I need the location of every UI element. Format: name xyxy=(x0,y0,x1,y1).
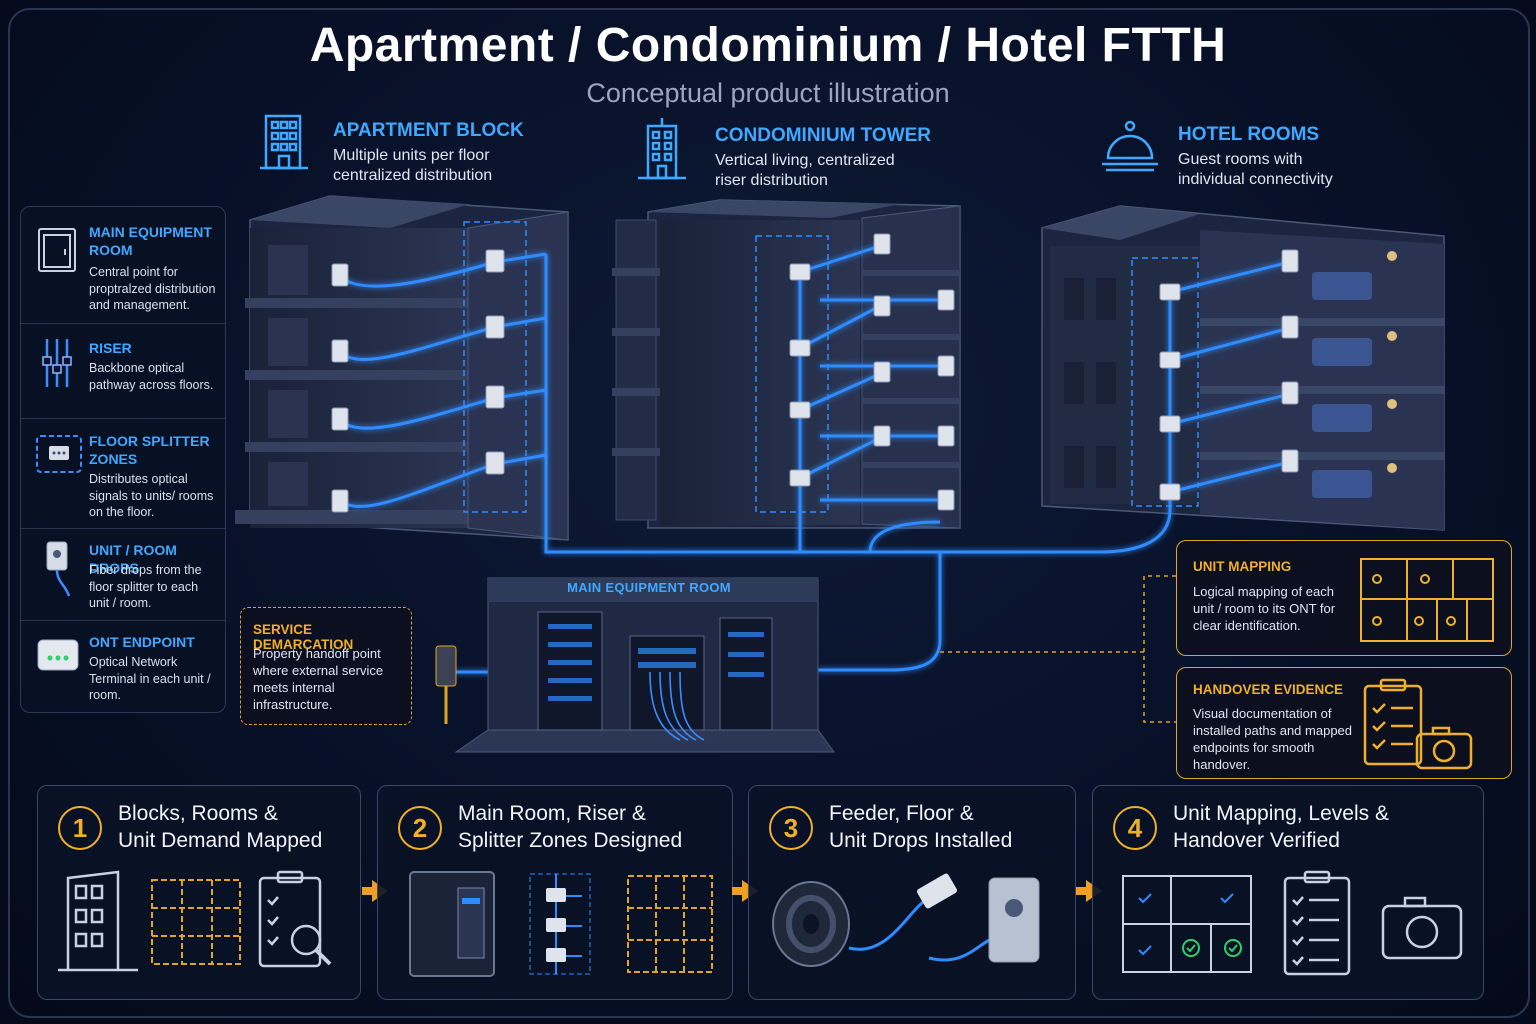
legend-desc: Backbone optical pathway across floors. xyxy=(89,361,214,392)
legend-desc: Central point for proptralzed distributi… xyxy=(89,265,216,312)
equipment-room-icon xyxy=(38,228,76,272)
tower-building-icon xyxy=(638,118,686,180)
unit-mapping-box: UNIT MAPPING Logical mapping of each uni… xyxy=(1176,540,1512,656)
handover-evidence-desc: Visual documentation of installed paths … xyxy=(1193,706,1353,772)
cabinet-riser-splitter-icon xyxy=(409,871,713,977)
legend-item-main-room: MAIN EQUIPMENT ROOM Central point for pr… xyxy=(21,207,225,324)
step-title-line1: Unit Mapping, Levels & xyxy=(1173,802,1389,825)
building-desc-apartment-2: centralized distribution xyxy=(333,167,493,184)
step-title-line1: Feeder, Floor & xyxy=(829,802,974,825)
legend-item-splitter: FLOOR SPLITTER ZONES Distributes optical… xyxy=(21,418,225,529)
legend-desc: Optical Network Terminal in each unit / … xyxy=(89,655,211,702)
clipboard-camera-icon xyxy=(1363,678,1473,770)
main-room-label: MAIN EQUIPMENT ROOM xyxy=(567,580,731,595)
legend-item-ont: ONT ENDPOINT Optical Network Terminal in… xyxy=(21,620,225,712)
step-title-line1: Blocks, Rooms & xyxy=(118,802,278,825)
hotel-building xyxy=(1041,205,1445,531)
legend-item-drops: UNIT / ROOM DROPS Fiber drops from the f… xyxy=(21,528,225,621)
ont-boxes xyxy=(331,233,1299,513)
legend-title: UNIT / ROOM DROPS xyxy=(89,542,177,576)
legend-panel: MAIN EQUIPMENT ROOM Central point for pr… xyxy=(20,206,226,713)
hotel-bell-icon xyxy=(1102,120,1158,172)
main-equipment-room xyxy=(435,577,835,753)
legend-title: MAIN EQUIPMENT ROOM xyxy=(89,224,212,258)
service-demarcation-box: SERVICE DEMARCATION Property handoff poi… xyxy=(240,607,412,725)
handover-evidence-title: HANDOVER EVIDENCE xyxy=(1193,682,1344,697)
step-title-line2: Unit Demand Mapped xyxy=(118,829,323,852)
wall-outlet-icon xyxy=(46,541,71,597)
step-title-line2: Splitter Zones Designed xyxy=(458,829,683,852)
service-demarcation-title: SERVICE DEMARCATION xyxy=(253,622,354,652)
service-demarcation-desc: Property handoff point where external se… xyxy=(253,646,384,712)
condominium-tower-building xyxy=(612,199,961,529)
apartment-block-building xyxy=(235,195,569,541)
ont-device-icon xyxy=(37,639,79,671)
building-desc-apartment-1: Multiple units per floor xyxy=(333,147,490,164)
step-number: 4 xyxy=(1113,806,1157,850)
step-title-line2: Unit Drops Installed xyxy=(829,829,1013,852)
verified-floorplan-clipboard-camera-icon xyxy=(1122,870,1463,976)
step-card-1: 1 Blocks, Rooms & Unit Demand Mapped xyxy=(37,785,361,1000)
unit-mapping-desc: Logical mapping of each unit / room to i… xyxy=(1193,584,1336,633)
step-number: 1 xyxy=(58,806,102,850)
buildings-floorplan-search-icon xyxy=(58,870,332,972)
step-number: 3 xyxy=(769,806,813,850)
legend-desc: Distributes optical signals to units/ ro… xyxy=(89,472,214,519)
step-title-line2: Handover Verified xyxy=(1173,829,1340,852)
building-heading-apartment: APARTMENT BLOCK xyxy=(333,120,524,141)
step-card-4: 4 Unit Mapping, Levels & Handover Verifi… xyxy=(1092,785,1484,1000)
building-desc-condo-1: Vertical living, centralized xyxy=(715,152,895,169)
building-desc-condo-2: riser distribution xyxy=(715,172,828,189)
legend-title: FLOOR SPLITTER ZONES xyxy=(89,433,210,467)
apartment-building-icon xyxy=(260,114,308,170)
handover-evidence-box: HANDOVER EVIDENCE Visual documentation o… xyxy=(1176,667,1512,779)
building-desc-hotel-2: individual connectivity xyxy=(1178,171,1333,188)
step-card-2: 2 Main Room, Riser & Splitter Zones Desi… xyxy=(377,785,733,1000)
splitter-icon xyxy=(36,435,82,473)
legend-title: ONT ENDPOINT xyxy=(89,634,195,650)
legend-desc: Fiber drops from the floor splitter to e… xyxy=(89,563,202,610)
legend-item-riser: RISER Backbone optical pathway across fl… xyxy=(21,323,225,419)
cable-spool-connector-outlet-icon xyxy=(772,873,1040,967)
building-heading-condo: CONDOMINIUM TOWER xyxy=(715,125,932,146)
step-number: 2 xyxy=(398,806,442,850)
page-title: Apartment / Condominium / Hotel FTTH xyxy=(309,19,1227,72)
step-title-line1: Main Room, Riser & xyxy=(458,802,646,825)
unit-mapping-title: UNIT MAPPING xyxy=(1193,559,1292,574)
floorplan-map-icon xyxy=(1360,558,1494,642)
building-heading-hotel: HOTEL ROOMS xyxy=(1178,124,1320,145)
step-card-3: 3 Feeder, Floor & Unit Drops Installed xyxy=(748,785,1076,1000)
legend-title: RISER xyxy=(89,340,132,356)
ftth-network-illustration xyxy=(235,195,1445,753)
building-desc-hotel-1: Guest rooms with xyxy=(1178,151,1303,168)
page-subtitle: Conceptual product illustration xyxy=(586,78,950,108)
riser-icon xyxy=(42,339,72,387)
